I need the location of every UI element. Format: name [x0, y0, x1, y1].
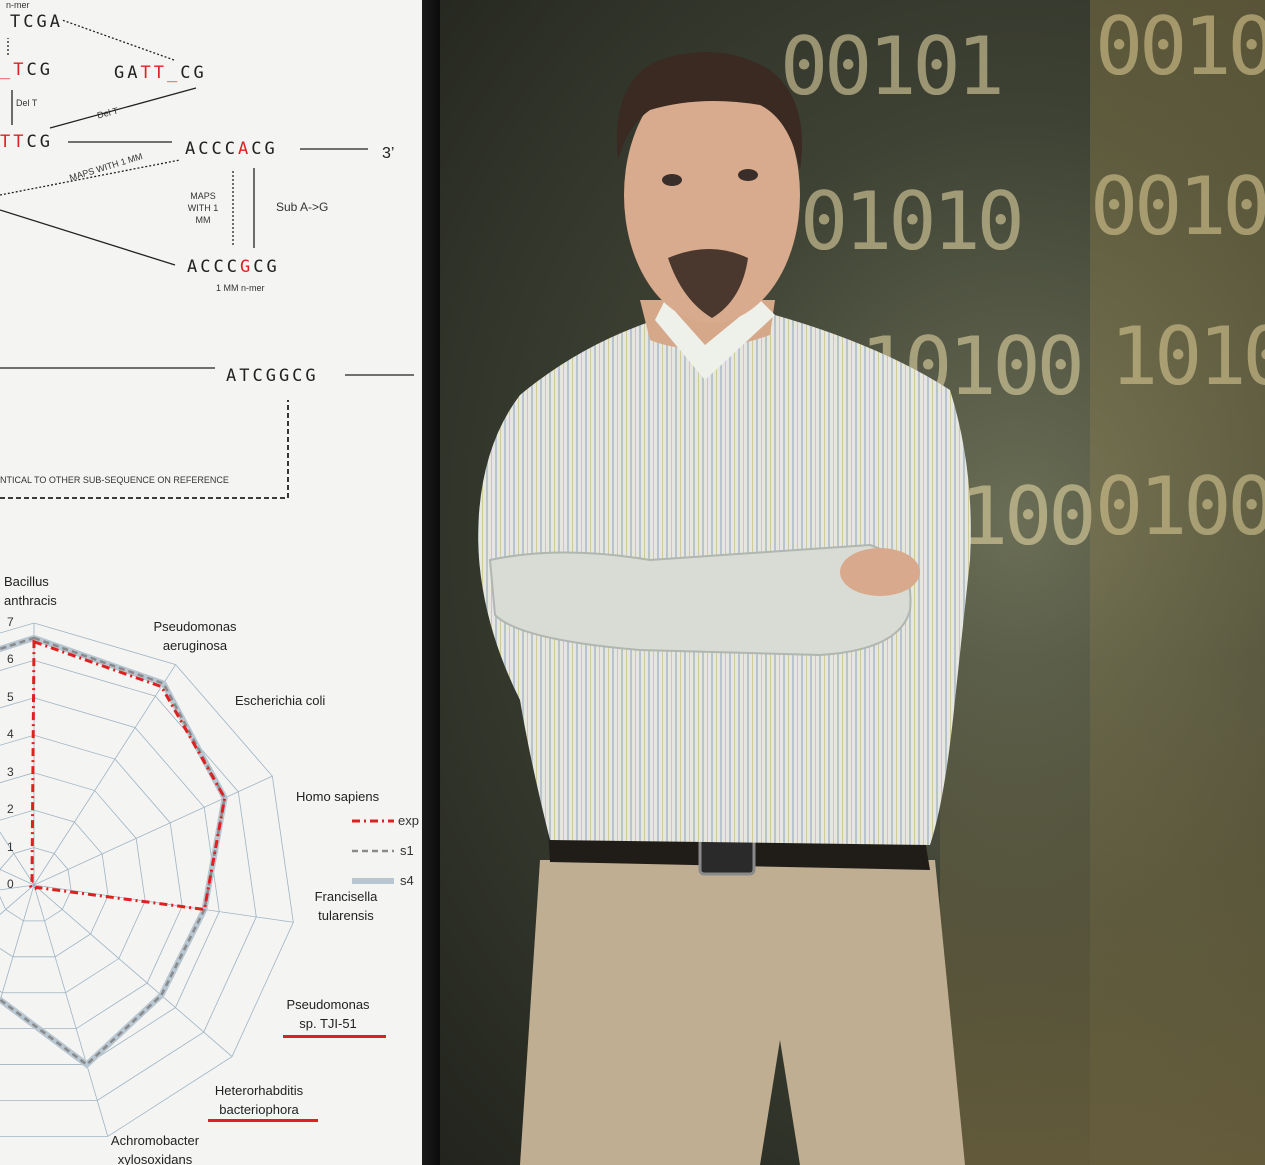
radar-series [0, 634, 228, 1069]
research-poster: n-mer TCGA _TCG GATT_CG Del T Del T TTCG… [0, 0, 422, 1165]
seq-acccacg: ACCCACG [185, 139, 278, 159]
axis-label-homo-sapiens: Homo sapiens [296, 789, 380, 804]
radar-tick-2: 2 [7, 802, 14, 817]
radar-spoke-9 [0, 869, 35, 886]
axis-label-pseudomonas-aeruginosa: Pseudomonas aeruginosa [153, 619, 237, 653]
radar-spoke-5 [33, 884, 109, 1137]
hand [840, 548, 920, 596]
binary-row-3b: 1010 [1110, 310, 1265, 403]
legend-exp: exp [398, 813, 419, 828]
radar-tick-7: 7 [7, 615, 14, 629]
binary-row-4b: 0100 [1095, 460, 1265, 553]
maps-1mm-vertical: MAPS WITH 1 MM [187, 191, 219, 225]
axis-label-achromobacter: Achromobacter xylosoxidans [110, 1133, 200, 1165]
radar-tick-4: 4 [7, 727, 14, 742]
radar-spoke-6 [0, 884, 35, 1003]
radar-chart [0, 622, 294, 1137]
axis-label-francisella: Francisella tularensis [314, 889, 378, 923]
radar-ring-7 [0, 622, 294, 1137]
legend-s1: s1 [400, 843, 414, 858]
hair [616, 52, 802, 170]
radar-ring-3 [0, 772, 146, 994]
radar-ring-1 [0, 847, 72, 922]
radar-ring-6 [0, 660, 257, 1101]
identical-caption: NTICAL TO OTHER SUB-SEQUENCE ON REFERENC… [0, 475, 229, 485]
radar-spoke-1 [33, 664, 176, 886]
face [624, 67, 800, 323]
binary-row-1b: 0010 [1095, 0, 1265, 93]
seq-ttcg: TTCG [0, 132, 53, 152]
axis-label-pseudomonas-tji: Pseudomonas sp. TJI-51 [286, 997, 370, 1031]
alignment-diagram-lines [0, 19, 414, 499]
seq-acccgcg: ACCCGCG [187, 257, 280, 277]
crossed-arms [488, 543, 912, 657]
radar-spoke-4 [33, 884, 233, 1057]
warm-light-strip [1090, 0, 1265, 1165]
three-prime: 3’ [382, 145, 395, 162]
radar-ring-2 [0, 809, 109, 958]
radar-ring-5 [0, 697, 220, 1065]
radar-spoke-10 [0, 831, 35, 886]
axis-label-heterorhabditis: Heterorhabditis bacteriophora [214, 1083, 304, 1117]
right-eye [738, 169, 758, 181]
underline-heterorhabditis [208, 1119, 318, 1122]
khaki-pants [520, 860, 965, 1165]
radar-tick-6: 6 [7, 652, 14, 667]
seq-gatt-cg: GATT_CG [114, 63, 207, 83]
one-mm-nmer: 1 MM n-mer [216, 283, 265, 293]
series-exp [28, 639, 227, 912]
del-t-label-1: Del T [16, 98, 38, 108]
collar [655, 300, 775, 380]
binary-row-2b: 0010 [1090, 160, 1265, 253]
seq-row-1: TCGA [10, 12, 63, 32]
radar-spoke-7 [0, 884, 35, 915]
legend-s4: s4 [400, 873, 414, 888]
axis-label-bacillus: Bacillus anthracis [4, 574, 57, 608]
axis-label-escherichia: Escherichia coli [235, 693, 326, 708]
radar-tick-0: 0 [7, 877, 14, 891]
poster-frame-edge [422, 0, 440, 1165]
radar-tick-1: 1 [7, 839, 14, 854]
left-eye [662, 174, 682, 186]
seq-atcggcg: ATCGGCG [226, 366, 319, 386]
radar-tick-5: 5 [7, 689, 14, 704]
binary-row-4: 100 [960, 470, 1096, 563]
underline-tji [283, 1035, 386, 1038]
goatee [668, 249, 748, 318]
top-caption: n-mer [6, 0, 30, 10]
binary-row-2: 01010 [800, 175, 1025, 268]
radar-tick-3: 3 [7, 764, 14, 779]
seq-tcg-left: _TCG [0, 60, 53, 80]
warm-light-panel [940, 660, 1265, 1165]
radar-spoke-2 [33, 775, 273, 886]
sub-a-g-label: Sub A->G [276, 200, 329, 214]
binary-row-1: 00101 [780, 20, 1005, 113]
